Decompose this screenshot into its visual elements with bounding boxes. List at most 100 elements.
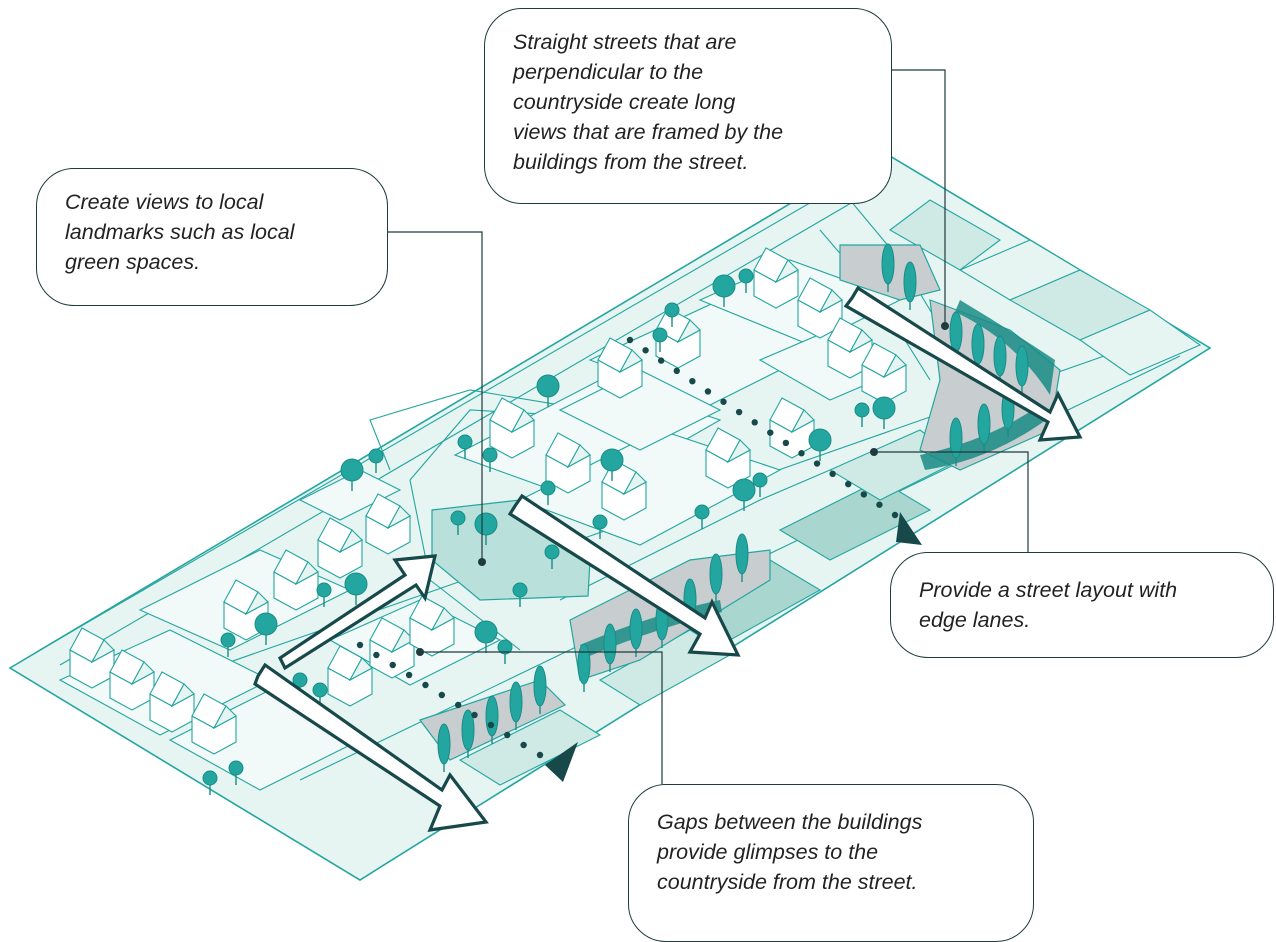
sight-lines [356,336,922,782]
tree-icon [872,396,896,429]
callout-text-line: Create views to local [65,190,264,214]
tree-icon [312,682,328,707]
tree-icon [712,274,736,307]
callout-text-line: buildings from the street. [513,150,749,174]
tree-icon [903,261,917,310]
tree-icon [254,612,278,645]
tree-icon [220,632,236,657]
tree-icon [735,533,749,582]
tree-icon [512,582,528,607]
house-icon [191,693,237,755]
tree-icon [854,402,870,427]
tree-icon [993,335,1007,384]
sight-line-dot [520,741,527,749]
tree-icon [437,723,451,772]
house-icon [827,317,873,379]
callout-text-line: countryside create long [513,90,736,114]
sight-line-dot [373,651,380,659]
sight-line-dot [735,408,743,416]
tree-icon [732,478,756,511]
sight-line-dot [356,641,364,649]
callout-text-line: landmarks such as local [65,220,295,244]
callout-text-line: Provide a street layout with [919,578,1178,602]
tree-icon [752,472,768,497]
sight-line-dot [767,429,774,436]
sight-line-dot [689,377,696,385]
view-arrow-icon [843,285,1083,442]
sight-line-dot [422,681,429,689]
sight-line-dot [438,691,446,699]
tree-icon [540,480,556,505]
callout-text-line: views that are framed by the [513,120,784,144]
tree-icon [497,639,513,664]
tree-icon [1015,345,1029,394]
leader-dots [416,322,949,656]
house-icon [69,627,115,689]
sight-line-dot [845,480,852,488]
house-icon [365,493,411,555]
view-arrows [253,285,1083,832]
house-icon [327,645,373,707]
house-icon [753,247,799,309]
house-icon [769,397,815,459]
tree-icon [949,417,963,466]
callout-text-line: edge lanes. [919,608,1031,632]
tree-icon [368,448,384,473]
callout-text-line: Gaps between the buildings [657,810,923,834]
callout-landmark-views: Create views to local landmarks such as … [36,168,388,306]
sight-line-dot [673,367,680,375]
callout-edge-lanes: Provide a street layout with edge lanes. [890,552,1274,658]
tree-icon [709,553,723,602]
tree-icon [544,544,560,569]
sight-line-dot [642,347,649,354]
tree-icon [474,620,498,653]
sight-line-dot [891,511,899,519]
view-arrow-icon [277,554,438,671]
house-icon [705,427,751,489]
houses [69,247,907,755]
sight-line-dot [704,388,712,395]
tree-icon [600,448,624,481]
house-icon [797,277,843,339]
callout-text-line: perpendicular to the [513,60,704,84]
callout-building-gaps: Gaps between the buildings provide glimp… [628,784,1034,942]
tree-icon [474,512,498,545]
countryside-fields [458,199,1202,786]
tree-icon [664,302,680,327]
sight-line-dot [454,701,462,709]
tree-icon [881,243,895,292]
tree-icon [482,447,498,472]
view-arrow-icon [507,493,741,657]
house-icon [273,549,319,611]
view-arrow-icon [896,512,922,545]
tree-icon [808,428,832,461]
sight-line-dot [405,671,413,679]
house-icon [545,432,591,494]
tree-icon [536,374,560,407]
tree-icon [977,403,991,452]
sight-line-dot [876,501,883,508]
house-icon [655,307,701,369]
house-icon [489,397,535,459]
tree-icon [577,643,591,692]
tree-icon [457,434,473,459]
tree-icon [603,623,617,672]
house-icon [597,337,643,399]
tree-icon [316,582,332,607]
tree-icon [652,327,668,352]
leader-lines [388,69,1029,784]
tree-icon [533,665,547,714]
tree-icon [340,458,364,491]
sight-line-dot [720,398,727,405]
view-arrow-icon [253,662,489,832]
sight-line-dot [829,470,836,478]
sight-line-dot [782,439,790,447]
tree-icon [450,510,466,535]
callout-text-line: green spaces. [65,250,201,274]
view-arrow-icon [545,742,578,782]
sight-line-dot [813,460,821,467]
tree-icon [509,681,523,730]
house-icon [409,595,455,657]
sight-line-dot [798,450,805,457]
